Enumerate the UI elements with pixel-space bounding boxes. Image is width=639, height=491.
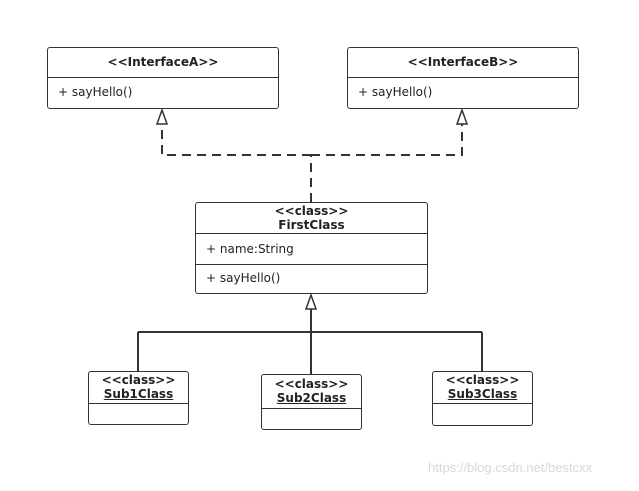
interface-b-method: + sayHello() (358, 85, 433, 99)
first-class-box[interactable]: <<class>> FirstClass + name:String + say… (195, 202, 428, 294)
sub3-class-header: <<class>> Sub3Class (433, 372, 532, 404)
sub1-class-header: <<class>> Sub1Class (89, 372, 188, 404)
watermark: https://blog.csdn.net/bestcxx (428, 460, 593, 475)
first-class-header: <<class>> FirstClass (196, 203, 427, 234)
sub3-class-box[interactable]: <<class>> Sub3Class (432, 371, 533, 426)
interface-a-method: + sayHello() (58, 85, 133, 99)
sub2-class-box[interactable]: <<class>> Sub2Class (261, 374, 362, 430)
interface-a-box[interactable]: <<InterfaceA>> + sayHello() (47, 47, 279, 109)
sub2-class-stereotype: <<class>> (274, 377, 349, 391)
first-class-method: + sayHello() (196, 264, 427, 291)
realization-arrowhead-a (155, 107, 169, 125)
interface-b-box[interactable]: <<InterfaceB>> + sayHello() (347, 47, 579, 109)
interface-a-stereotype: <<InterfaceA>> (107, 55, 219, 69)
interface-b-header: <<InterfaceB>> (348, 48, 578, 78)
interface-a-header: <<InterfaceA>> (48, 48, 278, 78)
realization-connector (161, 124, 463, 202)
generalization-arrowhead (304, 292, 318, 310)
sub1-class-name: Sub1Class (103, 387, 174, 401)
sub3-class-name: Sub3Class (447, 387, 518, 401)
generalization-connector (137, 309, 483, 374)
first-class-attribute: + name:String (206, 242, 294, 256)
interface-b-stereotype: <<InterfaceB>> (407, 55, 519, 69)
sub1-class-box[interactable]: <<class>> Sub1Class (88, 371, 189, 425)
first-class-stereotype: <<class>> (274, 204, 349, 218)
first-class-name: FirstClass (278, 218, 345, 232)
sub2-class-name: Sub2Class (276, 391, 347, 405)
realization-to-interface-a (161, 124, 311, 156)
realization-to-interface-b (311, 124, 463, 156)
realization-arrowhead-b (455, 107, 469, 125)
sub1-class-stereotype: <<class>> (101, 373, 176, 387)
sub2-class-header: <<class>> Sub2Class (262, 375, 361, 409)
sub3-class-stereotype: <<class>> (445, 373, 520, 387)
